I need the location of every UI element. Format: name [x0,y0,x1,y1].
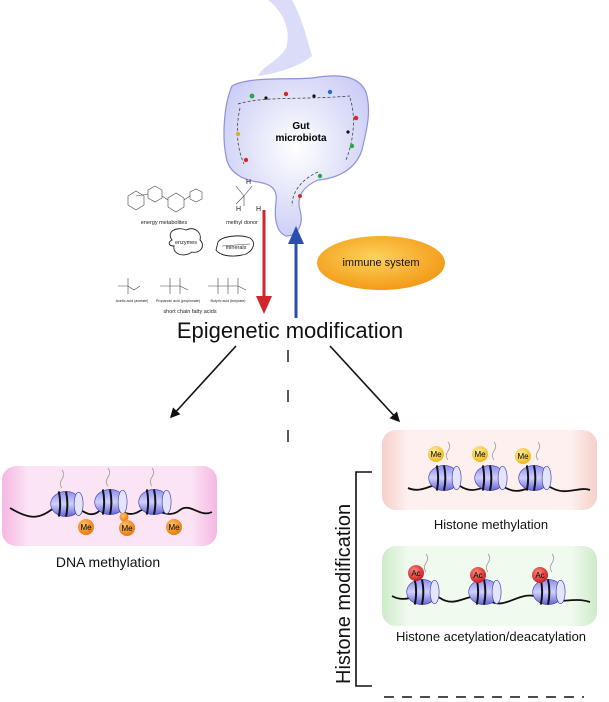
methyl-mark [166,519,182,535]
acetyl-mark [470,567,486,583]
methyl-mark [428,446,444,462]
svg-text:H: H [256,206,261,213]
gut-label-line2: microbiota [275,133,327,144]
me-label: Me [474,450,486,459]
gut-label-line1: Gut [292,121,310,132]
esophagus-shape [258,0,312,76]
svg-text:H: H [246,179,251,186]
acetic-acid-label: Acetic acid (acetate) [116,299,149,303]
short-chain-fatty-acids-label: short chain fatty acids [163,309,216,315]
nucleosome [517,464,553,492]
methyl-mark [78,519,94,535]
me-label: Me [121,524,133,533]
ac-label: Ac [473,571,482,580]
nucleosome [93,488,129,516]
methyl-mark [515,448,531,464]
colon-shape [223,75,370,237]
arrow-to-dna-methylation [169,345,237,419]
me-label: Me [80,523,92,532]
down-arrow-red [256,210,272,314]
nucleosome [467,578,503,606]
nucleosome [473,464,509,492]
acetyl-mark [532,567,548,583]
ac-label: Ac [411,569,420,578]
svg-text:H: H [236,206,241,213]
me-label: Me [168,523,180,532]
methyl-mark [119,520,135,536]
enzymes-label: enzymes [175,240,197,246]
nucleosome [405,578,441,606]
metabolite-drawings [118,185,254,294]
energy-metabolites-label: energy metabolites [141,220,188,226]
immune-system-ellipse [317,236,445,290]
me-label: Me [430,450,442,459]
arrow-to-histone [329,345,401,423]
dna-methylation-caption: DNA methylation [56,554,160,570]
immune-system-label: immune system [342,257,419,269]
ac-label: Ac [535,571,544,580]
epigenetic-modification-title: Epigenetic modification [177,318,403,343]
methyl-donor-label: methyl donor [226,220,258,226]
acetyl-mark [408,565,424,581]
histone-methylation-caption: Histone methylation [434,517,548,532]
gut-illustration [223,0,370,237]
me-label: Me [517,452,529,461]
up-arrow-blue [288,226,304,318]
histone-modification-label: Histone modification [333,504,355,684]
methyl-mark-group [78,512,182,536]
minerals-label: minerals [226,245,247,251]
histone-acetylation-caption: Histone acetylation/deacatylation [396,629,586,644]
nucleosome [49,490,85,518]
nucleosome [137,488,173,516]
nucleosome [427,464,463,492]
propanoic-acid-label: Propanoic acid (propionate) [156,299,200,303]
nucleosome [531,578,567,606]
butyric-acid-label: Butyric acid (butyrate) [211,299,246,303]
histone-bracket [355,471,372,687]
methyl-mark [472,446,488,462]
